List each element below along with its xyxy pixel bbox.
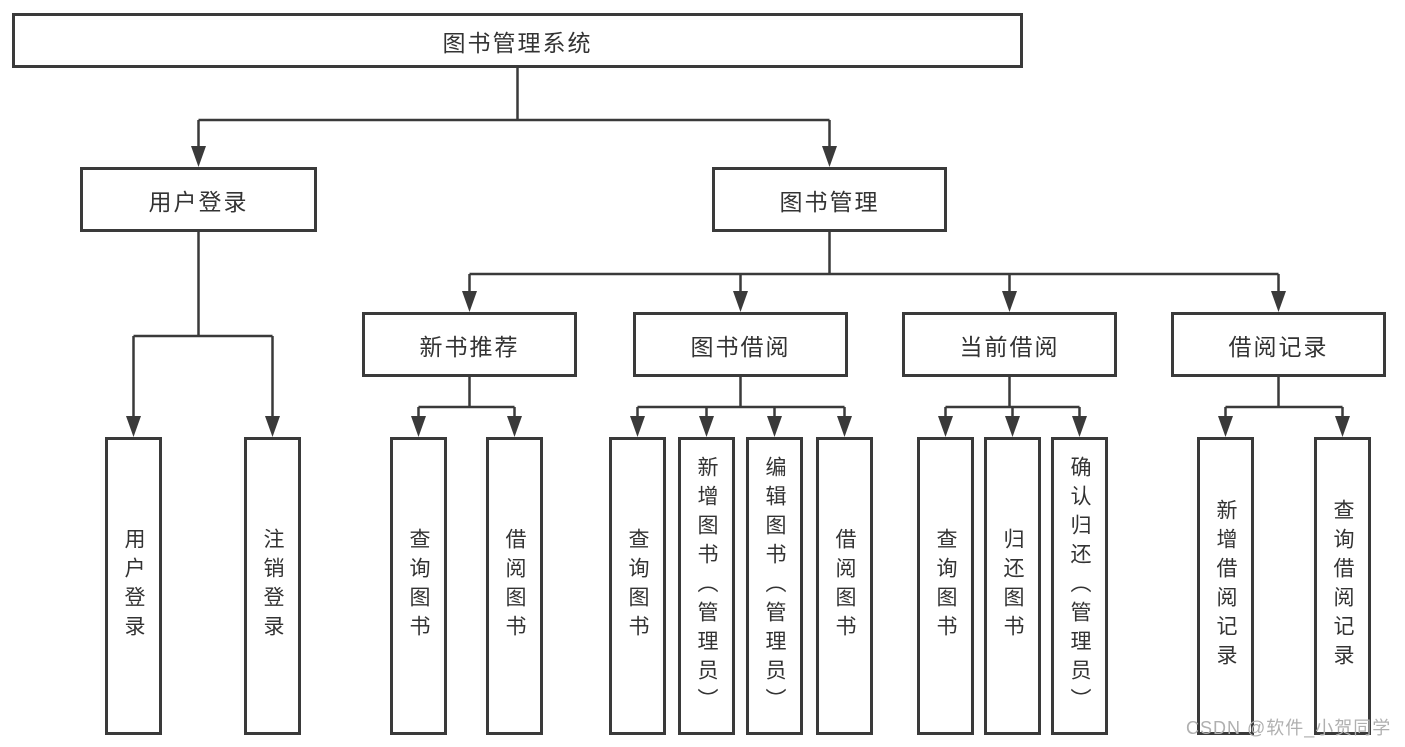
leaf-add-borrow-record: 新增借阅记录 (1197, 437, 1254, 735)
leaf-user-login: 用户登录 (105, 437, 162, 735)
node-user-login: 用户登录 (80, 167, 317, 232)
node-user-login-label: 用户登录 (148, 188, 249, 215)
leaf-add-book-admin: 新增图书（管理员） (678, 437, 735, 735)
leaf-borrow-book-label: 借阅图书 (833, 528, 856, 644)
leaf-query-book-recommend-label: 查询图书 (407, 528, 430, 644)
leaf-query-book-borrow: 查询图书 (609, 437, 666, 735)
leaf-confirm-return-admin-label: 确认归还（管理员） (1068, 455, 1091, 717)
node-book-management-label: 图书管理 (779, 188, 880, 215)
leaf-logout: 注销登录 (244, 437, 301, 735)
leaf-edit-book-admin-label: 编辑图书（管理员） (763, 455, 786, 717)
leaf-query-book-current: 查询图书 (917, 437, 974, 735)
node-book-management: 图书管理 (712, 167, 947, 232)
leaf-user-login-label: 用户登录 (122, 528, 145, 644)
node-new-book-recommend: 新书推荐 (362, 312, 577, 377)
node-new-book-recommend-label: 新书推荐 (419, 333, 520, 360)
leaf-query-book-current-label: 查询图书 (934, 528, 957, 644)
leaf-query-borrow-record: 查询借阅记录 (1314, 437, 1371, 735)
leaf-query-book-borrow-label: 查询图书 (626, 528, 649, 644)
leaf-add-book-admin-label: 新增图书（管理员） (695, 455, 718, 717)
leaf-confirm-return-admin: 确认归还（管理员） (1051, 437, 1108, 735)
leaf-return-book-label: 归还图书 (1001, 528, 1024, 644)
node-book-borrow-label: 图书借阅 (690, 333, 791, 360)
node-root: 图书管理系统 (12, 13, 1023, 68)
leaf-query-book-recommend: 查询图书 (390, 437, 447, 735)
leaf-borrow-book-recommend-label: 借阅图书 (503, 528, 526, 644)
leaf-edit-book-admin: 编辑图书（管理员） (746, 437, 803, 735)
leaf-borrow-book-recommend: 借阅图书 (486, 437, 543, 735)
node-book-borrow: 图书借阅 (633, 312, 848, 377)
node-borrow-records: 借阅记录 (1171, 312, 1386, 377)
leaf-borrow-book: 借阅图书 (816, 437, 873, 735)
leaf-add-borrow-record-label: 新增借阅记录 (1214, 499, 1237, 673)
watermark: CSDN @软件_小贺同学 (1186, 718, 1392, 738)
leaf-logout-label: 注销登录 (261, 528, 284, 644)
leaf-query-borrow-record-label: 查询借阅记录 (1331, 499, 1354, 673)
node-current-borrow-label: 当前借阅 (959, 333, 1060, 360)
node-borrow-records-label: 借阅记录 (1228, 333, 1329, 360)
leaf-return-book: 归还图书 (984, 437, 1041, 735)
node-current-borrow: 当前借阅 (902, 312, 1117, 377)
node-root-label: 图书管理系统 (442, 29, 593, 56)
